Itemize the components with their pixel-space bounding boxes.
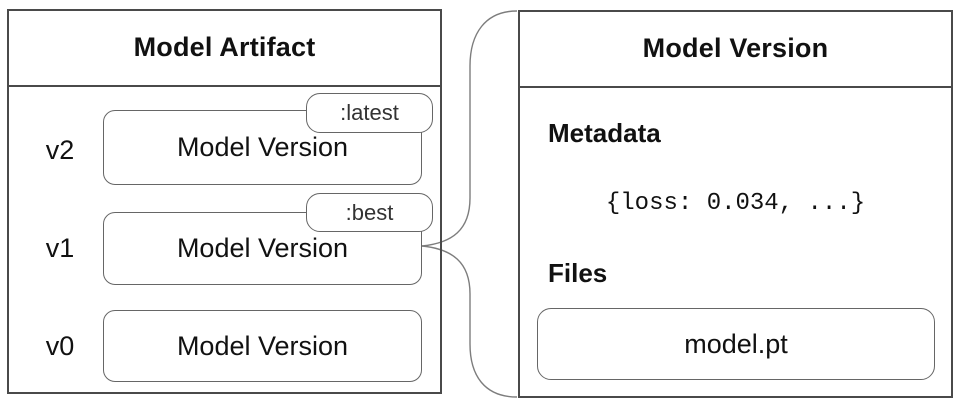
connector-bottom-curve <box>421 245 518 398</box>
model-artifact-title-divider <box>7 85 442 87</box>
connector-top-curve <box>421 10 518 247</box>
model-version-box-v0: Model Version <box>103 310 422 382</box>
version-id-v2: v2 <box>45 135 75 165</box>
version-id-v0: v0 <box>45 331 75 361</box>
alias-tag-best: :best <box>306 193 433 232</box>
model-version-panel <box>518 10 953 398</box>
alias-tag-latest-label: :latest <box>340 100 399 125</box>
model-artifact-panel <box>7 9 442 394</box>
file-name-label: model.pt <box>684 328 788 359</box>
model-version-title-divider <box>518 86 953 88</box>
model-version-box-v1-label: Model Version <box>176 233 349 263</box>
file-box-model-pt: model.pt <box>537 308 935 380</box>
metadata-heading: Metadata <box>548 118 661 148</box>
alias-tag-best-label: :best <box>345 199 394 225</box>
files-heading: Files <box>548 258 608 288</box>
version-id-v1: v1 <box>45 233 75 263</box>
metadata-value: {loss: 0.034, ...} <box>605 190 866 217</box>
model-artifact-title: Model Artifact <box>133 31 316 62</box>
model-version-panel-title: Model Version <box>642 32 829 63</box>
model-version-box-v2-label: Model Version <box>176 132 349 162</box>
model-version-box-v0-label: Model Version <box>176 330 349 361</box>
alias-tag-latest: :latest <box>306 93 433 133</box>
